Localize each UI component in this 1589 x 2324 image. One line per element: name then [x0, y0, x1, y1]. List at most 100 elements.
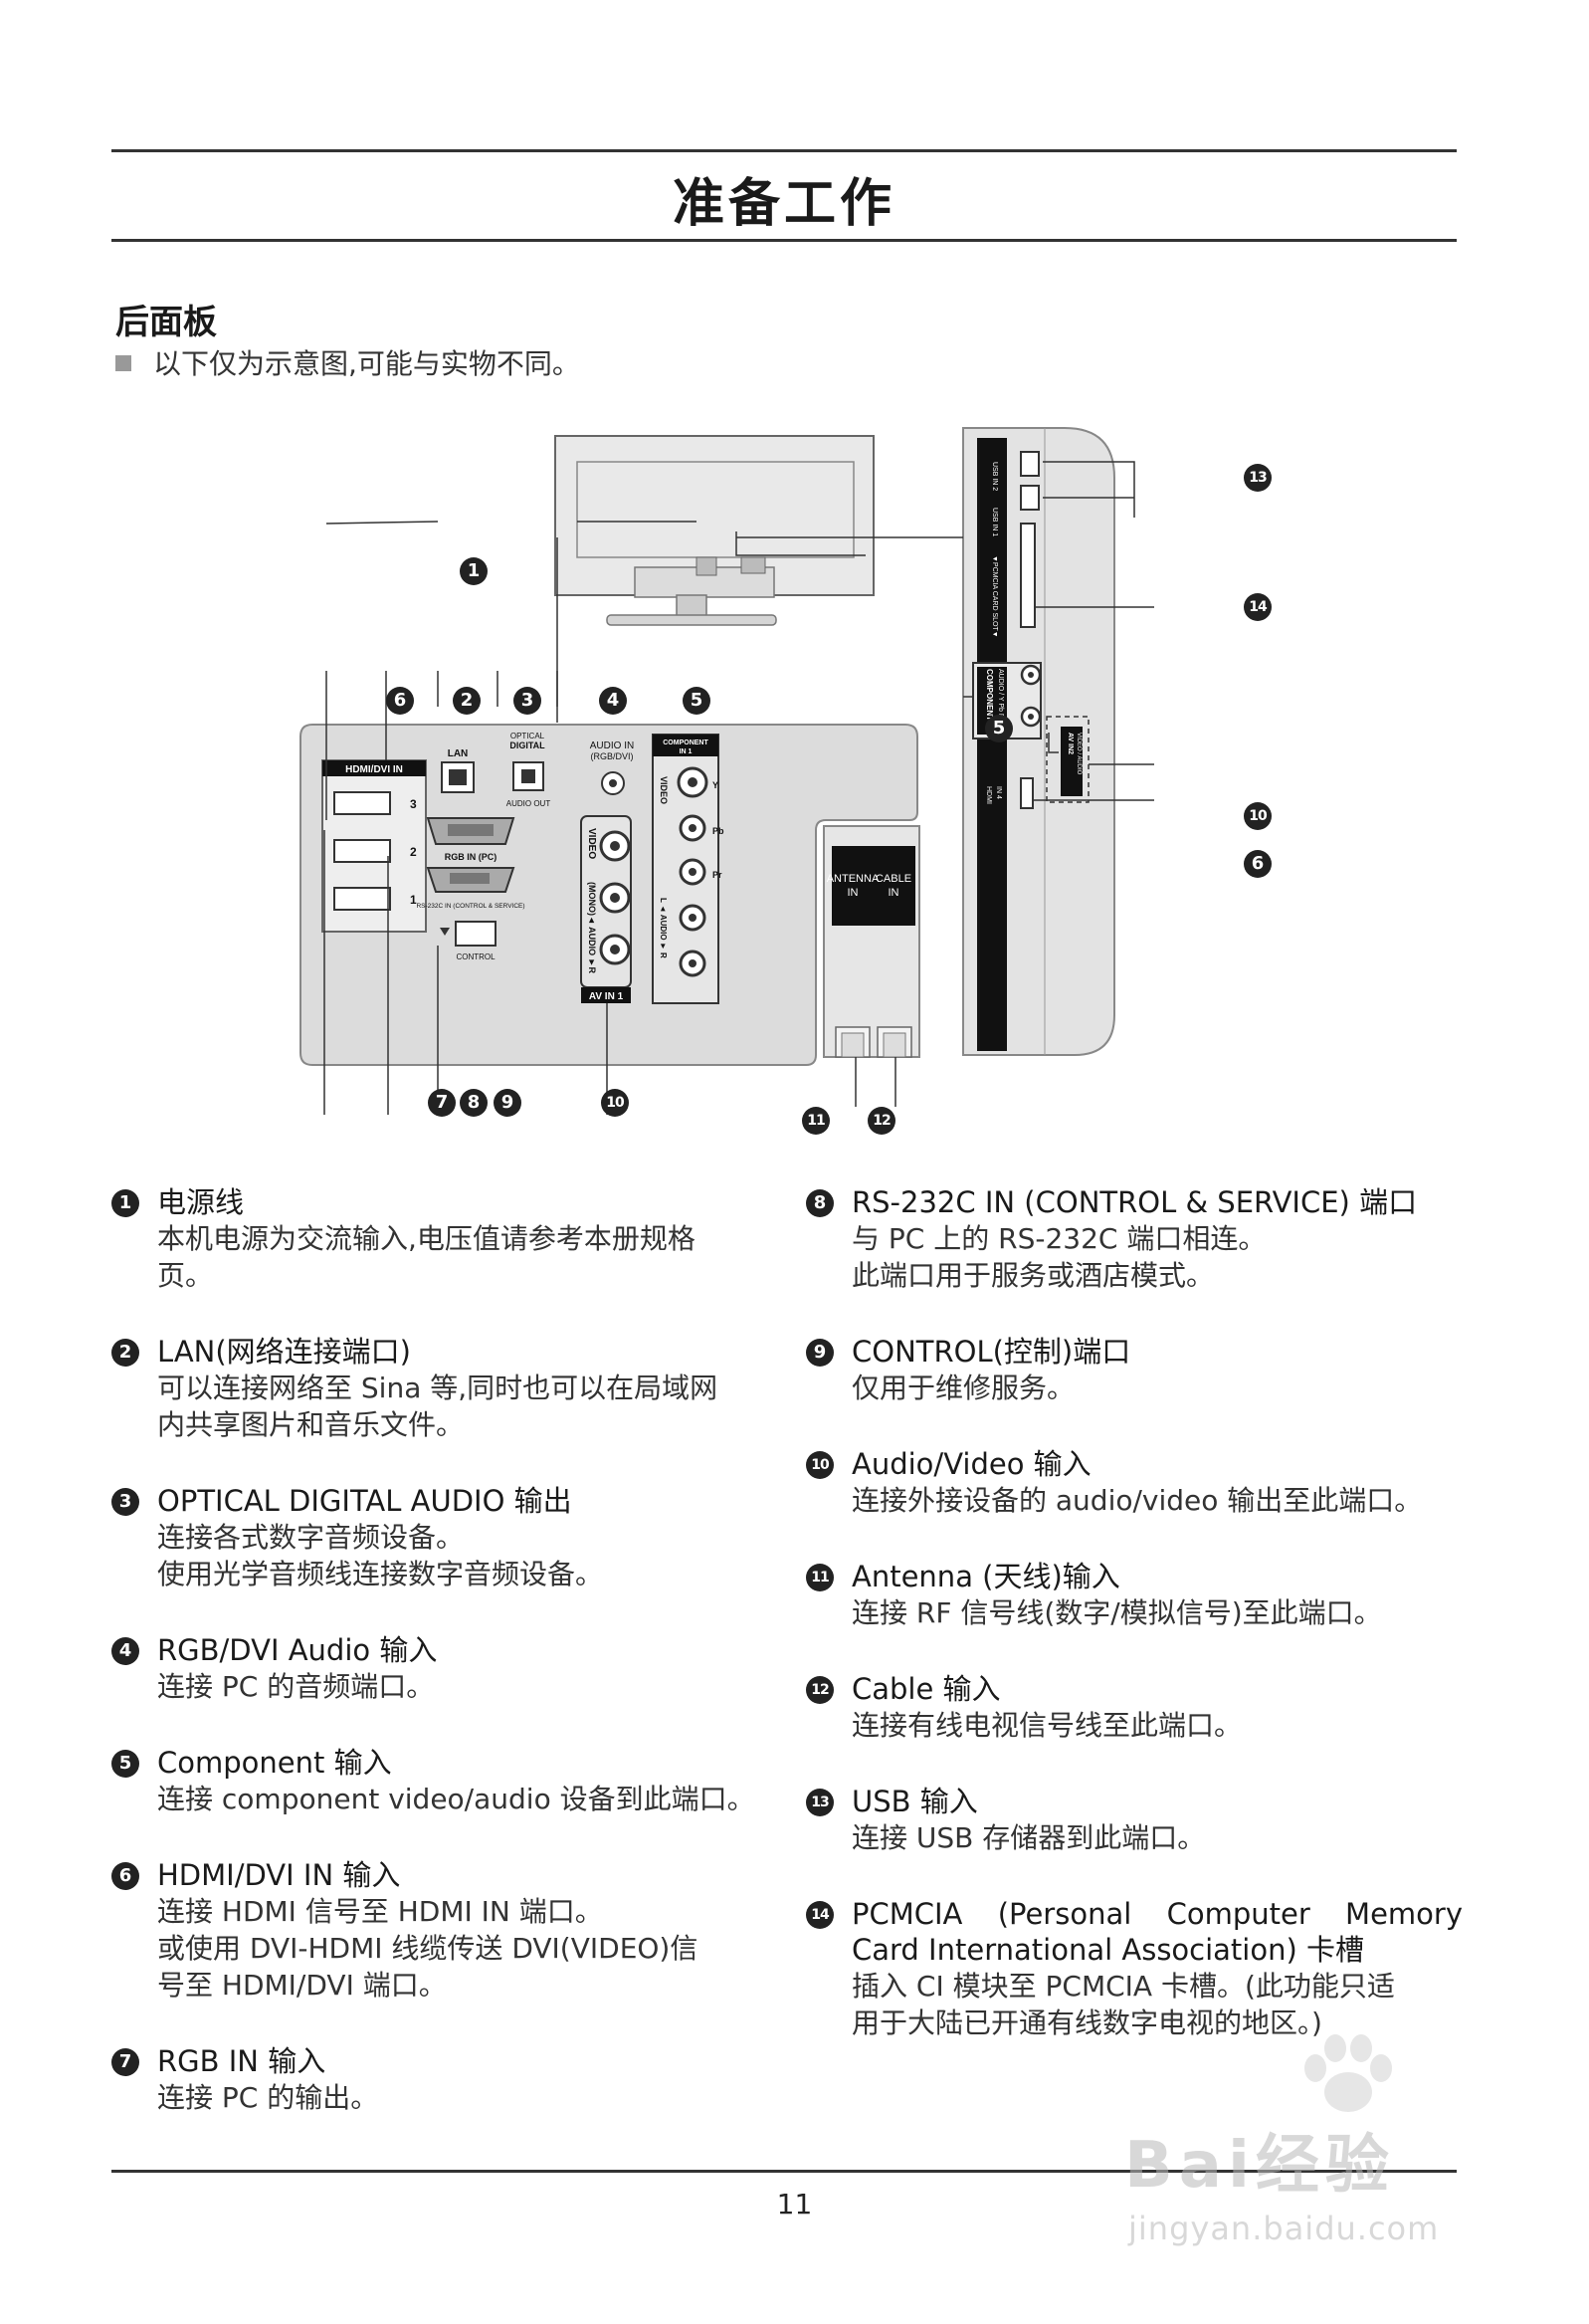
item-number: 5	[111, 1750, 139, 1778]
item-title: 电源线	[157, 1185, 245, 1219]
hdmi-port-3	[333, 791, 391, 815]
antenna-jack	[835, 1026, 871, 1058]
item-title: OPTICAL DIGITAL AUDIO 输出	[157, 1484, 572, 1518]
list-item: 4 RGB/DVI Audio 输入 连接 PC 的音频端口。	[111, 1632, 768, 1705]
audio-in-label: AUDIO IN	[590, 740, 634, 751]
component-video-label: VIDEO	[659, 776, 669, 804]
item-description: 可以连接网络至 Sina 等,同时也可以在局域网 内共享图片和音乐文件。	[157, 1372, 718, 1441]
rs232c-port: RS-232C IN (CONTROL & SERVICE)	[416, 867, 525, 910]
item-title: USB 输入	[852, 1785, 978, 1818]
description-column-right: 8 RS-232C IN (CONTROL & SERVICE) 端口 与 PC…	[806, 1184, 1463, 2081]
item-number: 6	[111, 1862, 139, 1890]
callout-10-side: 10	[1244, 802, 1272, 830]
page-title: 准备工作	[672, 174, 895, 234]
list-item: 12 Cable 输入 连接有线电视信号线至此端口。	[806, 1671, 1463, 1744]
callout-6: 6	[386, 687, 414, 715]
page-number: 11	[776, 2188, 813, 2220]
optical-label: OPTICAL	[510, 732, 545, 740]
callout-3: 3	[513, 687, 541, 715]
rs232c-label: RS-232C IN (CONTROL & SERVICE)	[416, 903, 524, 910]
item-number: 3	[111, 1488, 139, 1516]
list-item: 9 CONTROL(控制)端口 仅用于维修服务。	[806, 1334, 1463, 1406]
item-description: 仅用于维修服务。	[852, 1372, 1076, 1404]
component-in2-label: COMPONENT IN2	[985, 669, 994, 736]
watermark-brand: Bai经验	[1124, 2129, 1395, 2203]
item-number: 8	[806, 1189, 834, 1217]
bullet-square-icon	[115, 355, 131, 371]
pcmcia-slot-label: ▼PCMCIA CARD SLOT▼	[991, 555, 998, 638]
av-in1-label: AV IN 1	[589, 991, 624, 1002]
item-number: 9	[806, 1339, 834, 1367]
description-column-left: 1 电源线 本机电源为交流输入,电压值请参考本册规格 页。 2 LAN(网络连接…	[111, 1184, 768, 2156]
digital-label: DIGITAL	[509, 740, 545, 750]
component-audio-label: L ◄ AUDIO ► R	[659, 898, 668, 958]
pr-label: Pr	[712, 870, 722, 880]
callout-13: 13	[1244, 464, 1272, 492]
list-item: 6 HDMI/DVI IN 输入 连接 HDMI 信号至 HDMI IN 端口。…	[111, 1857, 768, 2004]
rgb-in-label: RGB IN (PC)	[445, 852, 497, 862]
item-number: 11	[806, 1564, 834, 1591]
list-item: 7 RGB IN 输入 连接 PC 的输出。	[111, 2043, 768, 2116]
list-item: 1 电源线 本机电源为交流输入,电压值请参考本册规格 页。	[111, 1184, 768, 1294]
item-title: RGB/DVI Audio 输入	[157, 1633, 438, 1667]
item-number: 4	[111, 1637, 139, 1665]
callout-10: 10	[601, 1089, 629, 1117]
lan-port: LAN	[441, 748, 475, 793]
av-in1-block: VIDEO (MONO)◄ AUDIO ►R AV IN 1	[580, 815, 632, 1003]
list-item: 8 RS-232C IN (CONTROL & SERVICE) 端口 与 PC…	[806, 1184, 1463, 1294]
watermark-url: jingyan.baidu.com	[1128, 2210, 1440, 2247]
pb-label: Pb	[712, 826, 724, 836]
footer-rule	[111, 2170, 1457, 2173]
item-description: 连接 RF 信号线(数字/模拟信号)至此端口。	[852, 1596, 1382, 1629]
item-description: 插入 CI 模块至 PCMCIA 卡槽。(此功能只适 用于大陆已开通有线数字电视…	[852, 1970, 1395, 2039]
hdmi-port-4	[1020, 777, 1034, 809]
item-title: Audio/Video 输入	[852, 1447, 1092, 1481]
list-item: 2 LAN(网络连接端口) 可以连接网络至 Sina 等,同时也可以在局域网 内…	[111, 1334, 768, 1443]
list-item: 13 USB 输入 连接 USB 存储器到此端口。	[806, 1784, 1463, 1856]
list-item: 14 PCMCIA (Personal Computer Memory Card…	[806, 1896, 1463, 2041]
rgb-in-port: RGB IN (PC)	[426, 817, 515, 862]
component-label: COMPONENT	[663, 739, 708, 746]
item-title: RGB IN 输入	[157, 2044, 326, 2078]
callout-11: 11	[802, 1107, 830, 1135]
y-label: Y	[712, 780, 718, 790]
hdmi-in4-sub-label: IN 4	[995, 786, 1002, 799]
audio-in-sub-label: (RGB/DVI)	[590, 751, 633, 761]
callout-12: 12	[868, 1107, 895, 1135]
item-description: 与 PC 上的 RS-232C 端口相连。 此端口用于服务或酒店模式。	[852, 1222, 1267, 1292]
callout-9: 9	[494, 1089, 521, 1117]
section-note-text: 以下仅为示意图,可能与实物不同。	[153, 347, 580, 380]
hdmi-port-3-label: 3	[410, 797, 417, 811]
usb-port-1	[1020, 485, 1040, 511]
item-number: 1	[111, 1189, 139, 1217]
lan-label: LAN	[448, 748, 469, 759]
pcmcia-slot	[1020, 523, 1036, 628]
item-number: 2	[111, 1339, 139, 1367]
callout-5-side: 5	[985, 715, 1013, 742]
optical-port: OPTICAL DIGITAL AUDIO OUT	[506, 732, 551, 808]
rf-panel: ANTENNA IN CABLE IN	[823, 825, 920, 1058]
item-description: 连接 PC 的输出。	[157, 2081, 379, 2114]
item-title-continued: Card International Association) 卡槽	[852, 1933, 1365, 1967]
item-number: 7	[111, 2048, 139, 2076]
paw-icon	[1304, 2034, 1392, 2112]
cable-jack	[877, 1026, 912, 1058]
cable-in-label: IN	[889, 887, 899, 899]
side-panel: USB IN 2 USB IN 1 ▼PCMCIA CARD SLOT▼ COM…	[962, 427, 1115, 1056]
baidu-watermark: Bai经验 jingyan.baidu.com	[1094, 2030, 1532, 2259]
hdmi-port-1	[333, 887, 391, 911]
callout-5: 5	[683, 687, 710, 715]
hdmi-dvi-block: HDMI/DVI IN 3 2 1	[321, 759, 427, 933]
control-port: CONTROL	[440, 921, 497, 961]
item-description: 连接 component video/audio 设备到此端口。	[157, 1783, 755, 1815]
usb-in2-label: USB IN 2	[991, 462, 998, 491]
item-description: 连接外接设备的 audio/video 输出至此端口。	[852, 1484, 1423, 1517]
callout-8: 8	[460, 1089, 488, 1117]
item-title: CONTROL(控制)端口	[852, 1335, 1131, 1369]
item-description: 连接有线电视信号线至此端口。	[852, 1709, 1243, 1742]
audio-out-label: AUDIO OUT	[506, 799, 551, 808]
cable-label: CABLE	[876, 873, 911, 885]
item-description: 连接 HDMI 信号至 HDMI IN 端口。 或使用 DVI-HDMI 线缆传…	[157, 1895, 698, 2002]
antenna-in-label: IN	[848, 887, 859, 899]
item-title: Component 输入	[157, 1746, 392, 1780]
